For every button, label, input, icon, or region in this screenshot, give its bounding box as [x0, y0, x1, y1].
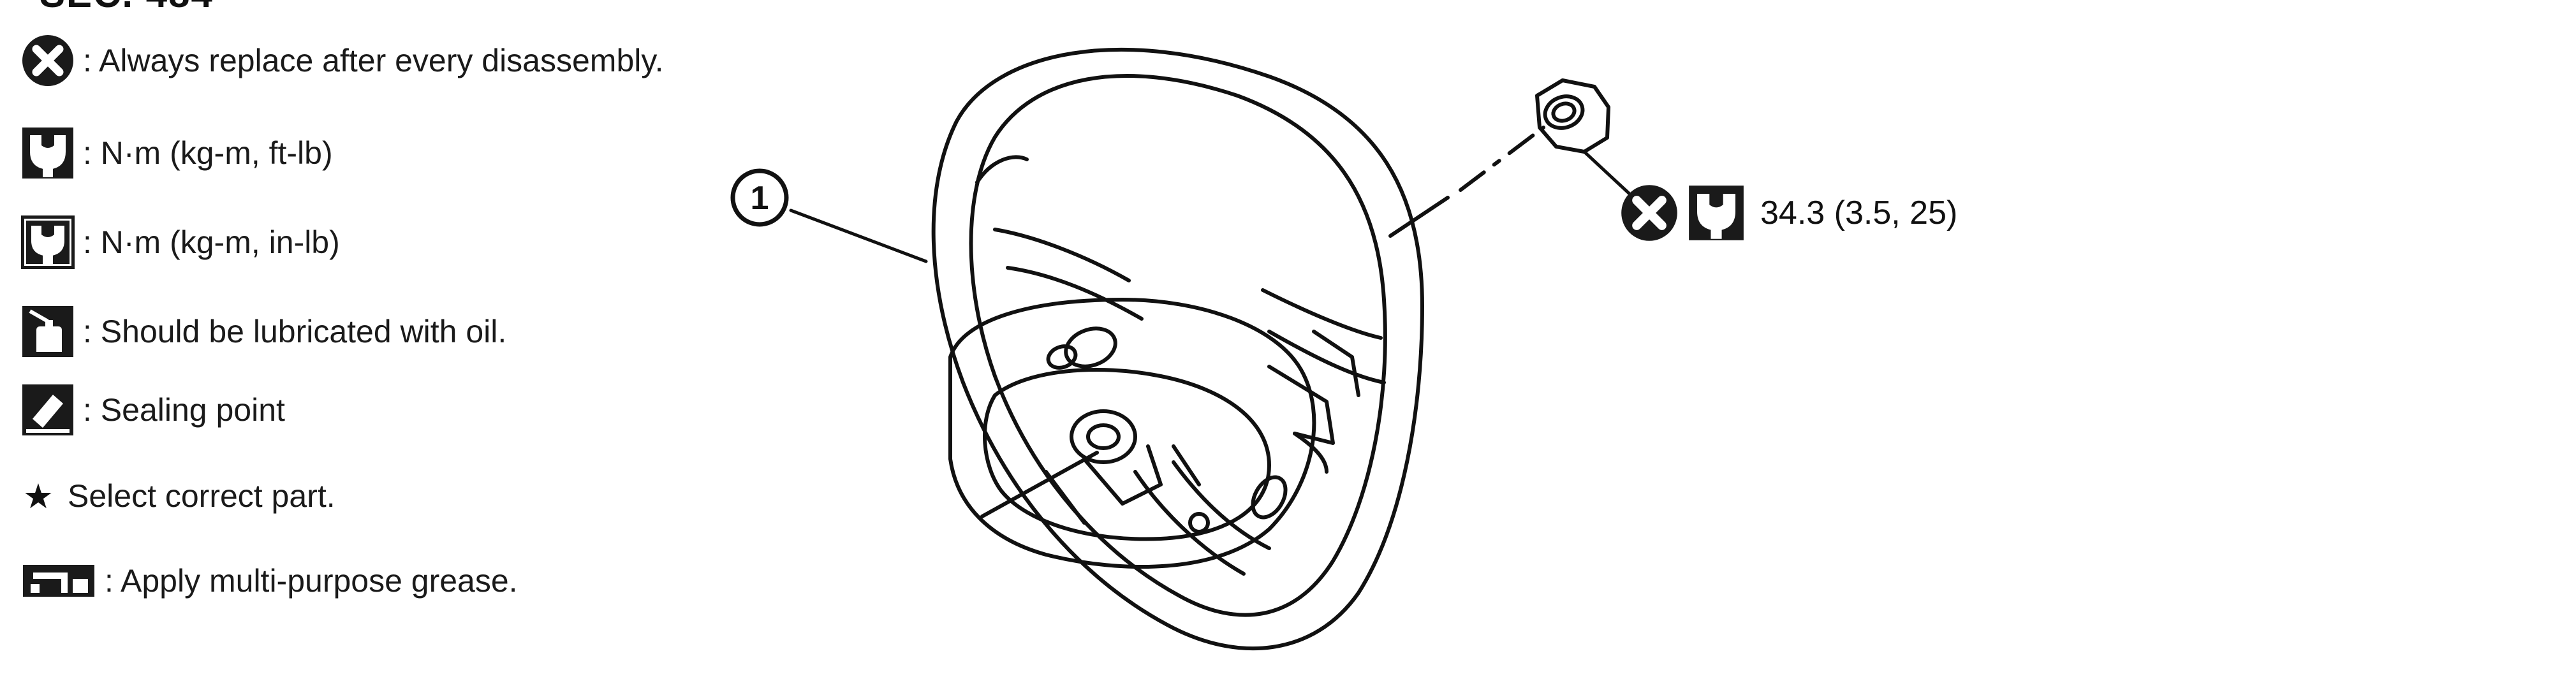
legend-row-grease: : Apply multi-purpose grease.	[20, 553, 518, 608]
torque-wrench-in-lb-icon	[20, 215, 75, 270]
legend-text-select-part: Select correct part.	[68, 478, 335, 514]
torque-spec: 34.3 (3.5, 25)	[1620, 184, 1957, 242]
legend: SEC. 484 : Always replace after every di…	[20, 0, 741, 693]
callout-leader	[789, 208, 928, 263]
shaft-centerline	[980, 451, 1099, 518]
steering-wheel-diagram	[789, 47, 1641, 651]
cropped-heading: SEC. 484	[40, 0, 214, 16]
legend-row-select-part: ★ Select correct part.	[20, 469, 335, 523]
torque-value: 34.3 (3.5, 25)	[1760, 194, 1958, 231]
steering-wheel-spokes	[993, 228, 1386, 576]
legend-text-oil: : Should be lubricated with oil.	[83, 314, 507, 349]
torque-wrench-icon	[1689, 186, 1744, 240]
sealing-point-icon	[20, 383, 75, 437]
steering-wheel-hub	[948, 298, 1360, 569]
star-icon: ★	[22, 476, 54, 516]
replace-after-disassembly-icon	[20, 33, 75, 88]
legend-row-sealing: : Sealing point	[20, 383, 285, 437]
legend-row-replace: : Always replace after every disassembly…	[20, 33, 664, 88]
legend-row-torque-ft-lb: : N·m (kg-m, ft-lb)	[20, 126, 333, 180]
legend-text-torque-ft-lb: : N·m (kg-m, ft-lb)	[83, 135, 333, 171]
oil-can-icon	[20, 304, 75, 359]
legend-text-sealing: : Sealing point	[83, 392, 285, 428]
legend-row-oil: : Should be lubricated with oil.	[20, 304, 506, 359]
grease-gun-icon	[20, 553, 97, 608]
legend-text-grease: : Apply multi-purpose grease.	[105, 563, 518, 599]
svg-text:1: 1	[751, 180, 769, 217]
replace-icon	[1621, 185, 1677, 241]
part-callout-1: 1	[729, 167, 790, 228]
steering-wheel-rim	[931, 47, 1424, 651]
nut-leader-solid	[1388, 196, 1450, 238]
legend-text-replace: : Always replace after every disassembly…	[83, 43, 664, 78]
torque-wrench-ft-lb-icon	[20, 126, 75, 180]
nut-centerline	[1459, 126, 1545, 192]
legend-row-torque-in-lb: : N·m (kg-m, in-lb)	[20, 215, 340, 270]
legend-text-torque-in-lb: : N·m (kg-m, in-lb)	[83, 224, 340, 260]
